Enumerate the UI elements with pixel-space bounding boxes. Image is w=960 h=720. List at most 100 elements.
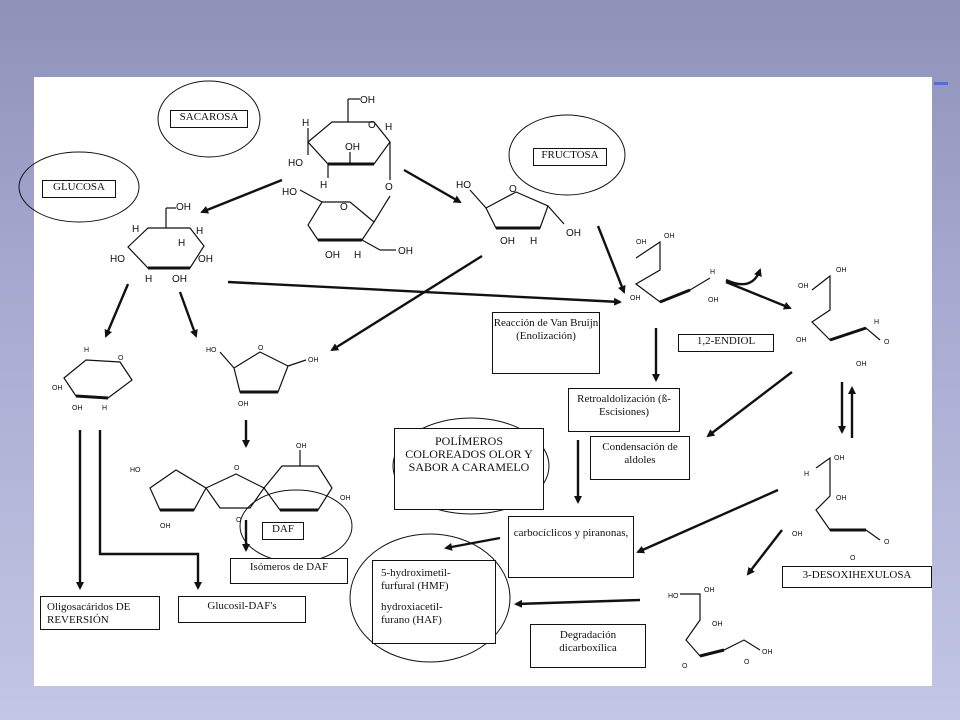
svg-text:HO: HO: [282, 187, 297, 198]
svg-text:OH: OH: [72, 405, 83, 412]
svg-text:O: O: [118, 355, 124, 362]
label-hmf-text: 5-hydroximetil-furfural (HMF): [381, 567, 451, 592]
equilibrium-arrows: [838, 382, 856, 438]
svg-text:H: H: [710, 269, 715, 276]
svg-text:H: H: [874, 319, 879, 326]
svg-text:H: H: [530, 236, 537, 247]
label-hmf-box: 5-hydroximetil-furfural (HMF) hydroxiace…: [372, 560, 496, 644]
oval-fructosa: [508, 114, 626, 196]
label-glucosa-text: GLUCOSA: [53, 181, 105, 193]
svg-text:O: O: [340, 202, 348, 213]
svg-text:OH: OH: [836, 495, 847, 502]
svg-text:OH: OH: [52, 385, 63, 392]
svg-text:OH: OH: [762, 649, 773, 656]
svg-text:OH: OH: [792, 531, 803, 538]
label-van-bruijn: Reacción de Van Bruijn (Enolización): [492, 312, 600, 374]
svg-text:OH: OH: [500, 236, 515, 247]
label-oligosacaridos-text: Oligosacáridos DE REVERSIÓN: [47, 601, 131, 626]
svg-text:OH: OH: [796, 337, 807, 344]
svg-text:OH: OH: [566, 228, 581, 239]
label-glucosa: GLUCOSA: [42, 180, 116, 198]
reaction-arrows: [76, 168, 793, 608]
endiol-structure: [634, 240, 711, 304]
label-condensacion: Condensación de aldoles: [590, 436, 690, 480]
label-carbociclicos-text: carbocíclicos y piranonas,: [513, 527, 629, 539]
label-isomeros-text: Isómeros de DAF: [249, 561, 329, 573]
dicarbonyl-structure: [680, 593, 761, 658]
svg-text:H: H: [132, 224, 139, 235]
svg-text:O: O: [682, 663, 688, 670]
svg-text:O: O: [234, 465, 240, 472]
svg-text:OH: OH: [296, 443, 307, 450]
label-glucosil: Glucosil-DAF's: [178, 596, 306, 623]
svg-text:H: H: [145, 274, 152, 285]
svg-text:H: H: [302, 118, 309, 129]
label-sacarosa-text: SACAROSA: [179, 111, 239, 123]
svg-text:OH: OH: [360, 95, 375, 106]
label-condensacion-text: Condensación de aldoles: [602, 441, 678, 466]
oval-hmf: [349, 533, 511, 663]
label-daf-text: DAF: [271, 523, 294, 535]
label-fructosa-text: FRUCTOSA: [541, 149, 599, 161]
svg-text:H: H: [84, 347, 89, 354]
svg-text:O: O: [850, 555, 856, 562]
svg-text:HO: HO: [456, 180, 471, 191]
fructose-structure: [469, 189, 565, 230]
label-retroaldolizacion: Retroaldolización (ß-Escisiones): [568, 388, 680, 432]
svg-text:H: H: [385, 122, 392, 133]
label-isomeros: Isómeros de DAF: [230, 558, 348, 584]
svg-text:H: H: [178, 238, 185, 249]
label-oligosacaridos: Oligosacáridos DE REVERSIÓN: [40, 596, 160, 630]
svg-text:OH: OH: [160, 523, 171, 530]
svg-text:OH: OH: [630, 295, 641, 302]
oval-polimeros: [392, 417, 550, 515]
glucose-structure: [127, 207, 205, 270]
sucrose-structure: [299, 98, 396, 251]
label-endiol: 1,2-ENDIOL: [678, 334, 774, 352]
svg-text:O: O: [236, 517, 242, 524]
label-polimeros-text: POLÍMEROS COLOREADOS OLOR Y SABOR A CARA…: [405, 434, 533, 474]
svg-text:OH: OH: [704, 587, 715, 594]
svg-text:H: H: [320, 180, 327, 191]
label-retroaldolizacion-text: Retroaldolización (ß-Escisiones): [577, 393, 671, 418]
svg-text:H: H: [102, 405, 107, 412]
label-carbociclicos: carbocíclicos y piranonas,: [508, 516, 634, 578]
svg-text:OH: OH: [636, 239, 647, 246]
svg-text:O: O: [509, 184, 517, 195]
oval-sacarosa: [157, 80, 261, 158]
svg-text:HO: HO: [130, 467, 141, 474]
svg-text:OH: OH: [856, 361, 867, 368]
svg-text:OH: OH: [345, 142, 360, 153]
label-glucosil-text: Glucosil-DAF's: [207, 600, 277, 612]
enol-structure: [811, 274, 881, 342]
furanose-structure: [219, 351, 307, 394]
label-polimeros: POLÍMEROS COLOREADOS OLOR Y SABOR A CARA…: [394, 428, 544, 510]
label-daf: DAF: [262, 522, 304, 540]
corner-accent-bar: [934, 82, 948, 85]
svg-text:OH: OH: [398, 246, 413, 257]
svg-text:HO: HO: [288, 158, 303, 169]
label-desoxihexulosa: 3-DESOXIHEXULOSA: [782, 566, 932, 588]
svg-text:HO: HO: [668, 593, 679, 600]
svg-text:HO: HO: [110, 254, 125, 265]
svg-text:OH: OH: [834, 455, 845, 462]
svg-text:O: O: [744, 659, 750, 666]
svg-text:OH: OH: [798, 283, 809, 290]
label-fructosa: FRUCTOSA: [533, 148, 607, 166]
svg-text:O: O: [385, 182, 393, 193]
svg-text:OH: OH: [712, 621, 723, 628]
label-sacarosa: SACAROSA: [170, 110, 248, 128]
svg-text:OH: OH: [308, 357, 319, 364]
svg-text:OH: OH: [664, 233, 675, 240]
label-degradacion: Degradación dicarboxílica: [530, 624, 646, 668]
svg-text:H: H: [804, 471, 809, 478]
svg-text:OH: OH: [836, 267, 847, 274]
svg-text:OH: OH: [176, 202, 191, 213]
desoxihexulosa-structure: [815, 456, 881, 541]
svg-text:O: O: [258, 345, 264, 352]
label-degradacion-text: Degradación dicarboxílica: [559, 629, 617, 654]
daf-structure: [149, 450, 333, 512]
svg-text:OH: OH: [325, 250, 340, 261]
oval-glucosa: [18, 151, 140, 223]
svg-text:OH: OH: [172, 274, 187, 285]
